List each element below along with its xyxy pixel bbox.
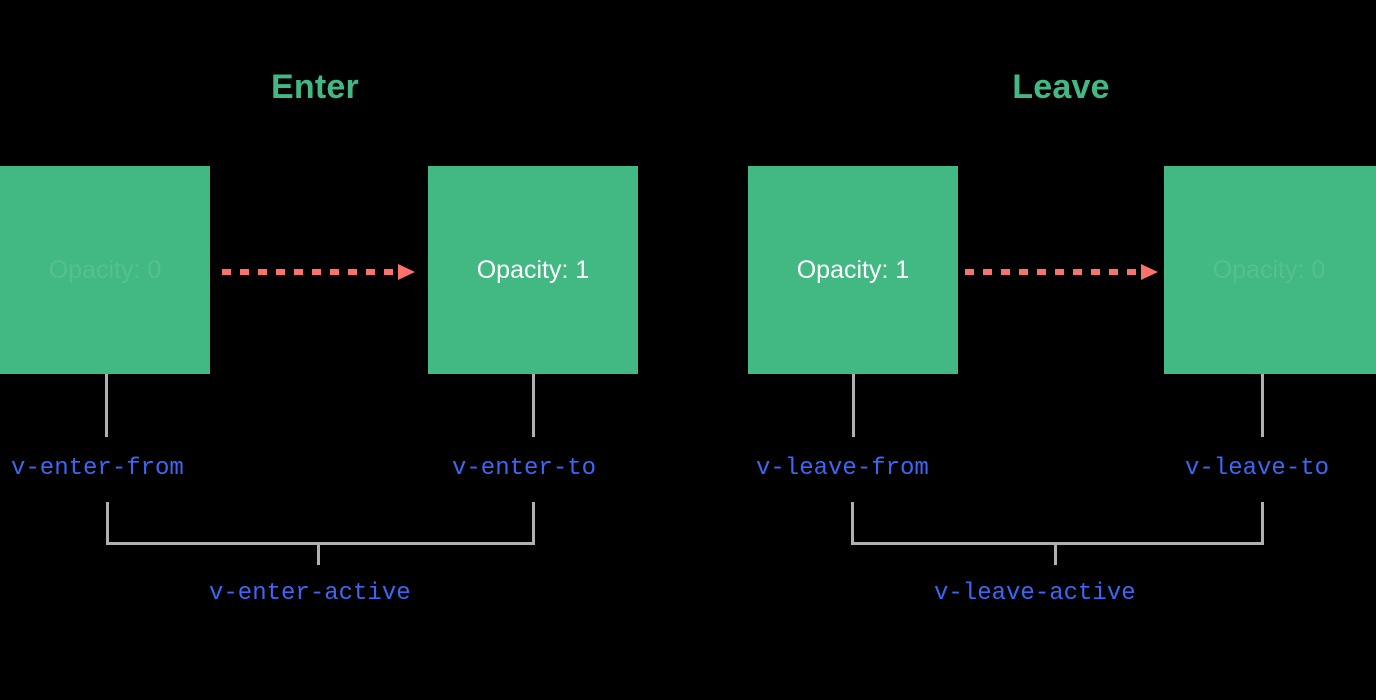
dashed-arrow-right-icon-enter — [222, 264, 415, 280]
state-box-enter-to: Opacity: 1 — [428, 166, 638, 374]
state-box-enter-from: Opacity: 0 — [0, 166, 210, 374]
dashed-arrow-right-icon-leave — [965, 264, 1158, 280]
class-label-v-enter-active: v-enter-active — [209, 580, 411, 607]
bracket-leg-left — [106, 502, 109, 545]
class-label-v-leave-active: v-leave-active — [934, 580, 1136, 607]
bracket-stem — [1054, 545, 1057, 565]
bracket-leg-right — [532, 502, 535, 545]
state-box-label-leave-from: Opacity: 1 — [796, 255, 910, 284]
arrow-head — [398, 264, 415, 280]
bracket-leg-right — [1261, 502, 1264, 545]
state-box-leave-from: Opacity: 1 — [748, 166, 958, 374]
connector-stub-enter-to — [532, 374, 535, 437]
state-box-leave-to: Opacity: 0 — [1164, 166, 1376, 374]
section-heading-leave: Leave — [1012, 68, 1110, 106]
arrow-shaft — [965, 269, 1141, 275]
class-label-v-leave-from: v-leave-from — [756, 455, 929, 482]
connector-stub-enter-from — [105, 374, 108, 437]
class-label-v-enter-from: v-enter-from — [11, 455, 184, 482]
state-box-label-leave-to: Opacity: 0 — [1212, 255, 1326, 284]
bracket-leg-left — [851, 502, 854, 545]
arrow-shaft — [222, 269, 398, 275]
bracket-bar — [106, 542, 535, 545]
class-label-v-enter-to: v-enter-to — [452, 455, 597, 482]
bracket-bar — [851, 542, 1264, 545]
arrow-head — [1141, 264, 1158, 280]
connector-stub-leave-from — [852, 374, 855, 437]
state-box-label-enter-to: Opacity: 1 — [476, 255, 590, 284]
connector-stub-leave-to — [1261, 374, 1264, 437]
bracket-stem — [317, 545, 320, 565]
state-box-label-enter-from: Opacity: 0 — [48, 255, 162, 284]
class-label-v-leave-to: v-leave-to — [1185, 455, 1330, 482]
section-heading-enter: Enter — [271, 68, 359, 106]
